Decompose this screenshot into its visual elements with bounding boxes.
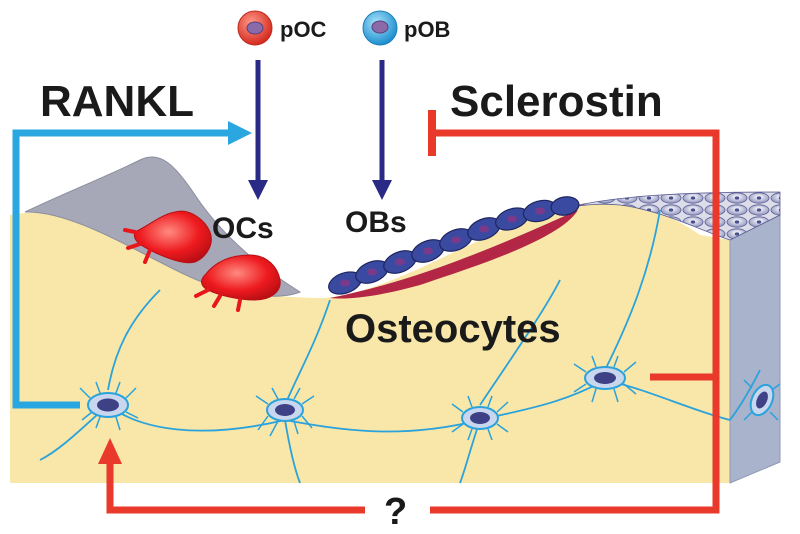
- osteocytes-label: Osteocytes: [345, 307, 561, 351]
- unknown-signal-arrow-head: [98, 438, 122, 464]
- osteoblast-row: [328, 196, 580, 295]
- ocs-label: OCs: [212, 212, 274, 245]
- osteoblast-nuclei: [340, 207, 545, 287]
- obs-label: OBs: [345, 206, 407, 239]
- osteocyte-3: [451, 395, 509, 441]
- bone-side-face: [729, 214, 781, 484]
- rankl-arrow: [12, 129, 230, 409]
- poc-cell: [237, 10, 273, 46]
- osteocyte-1: [79, 381, 139, 431]
- unknown-signal-arrow: [106, 377, 720, 514]
- osteocyte-2: [255, 387, 315, 437]
- sclerostin-label: Sclerostin: [450, 77, 663, 126]
- osteocyte-5: [743, 379, 781, 421]
- pob-cell: [362, 10, 398, 46]
- osteocyte-4: [573, 355, 637, 403]
- rankl-label: RANKL: [40, 77, 194, 126]
- osteoclast-1: [123, 210, 212, 264]
- rankl-arrow-head: [228, 121, 252, 145]
- osteoclast-2: [194, 254, 281, 312]
- question-mark: ?: [384, 491, 407, 533]
- pob-arrow-head: [372, 180, 392, 200]
- lining-cells: [569, 191, 781, 241]
- poc-arrow-head: [248, 180, 268, 200]
- bone-matrix: [10, 202, 730, 483]
- sclerostin-arrow: [432, 129, 720, 381]
- pob-label: pOB: [404, 17, 450, 42]
- poc-label: pOC: [280, 17, 327, 42]
